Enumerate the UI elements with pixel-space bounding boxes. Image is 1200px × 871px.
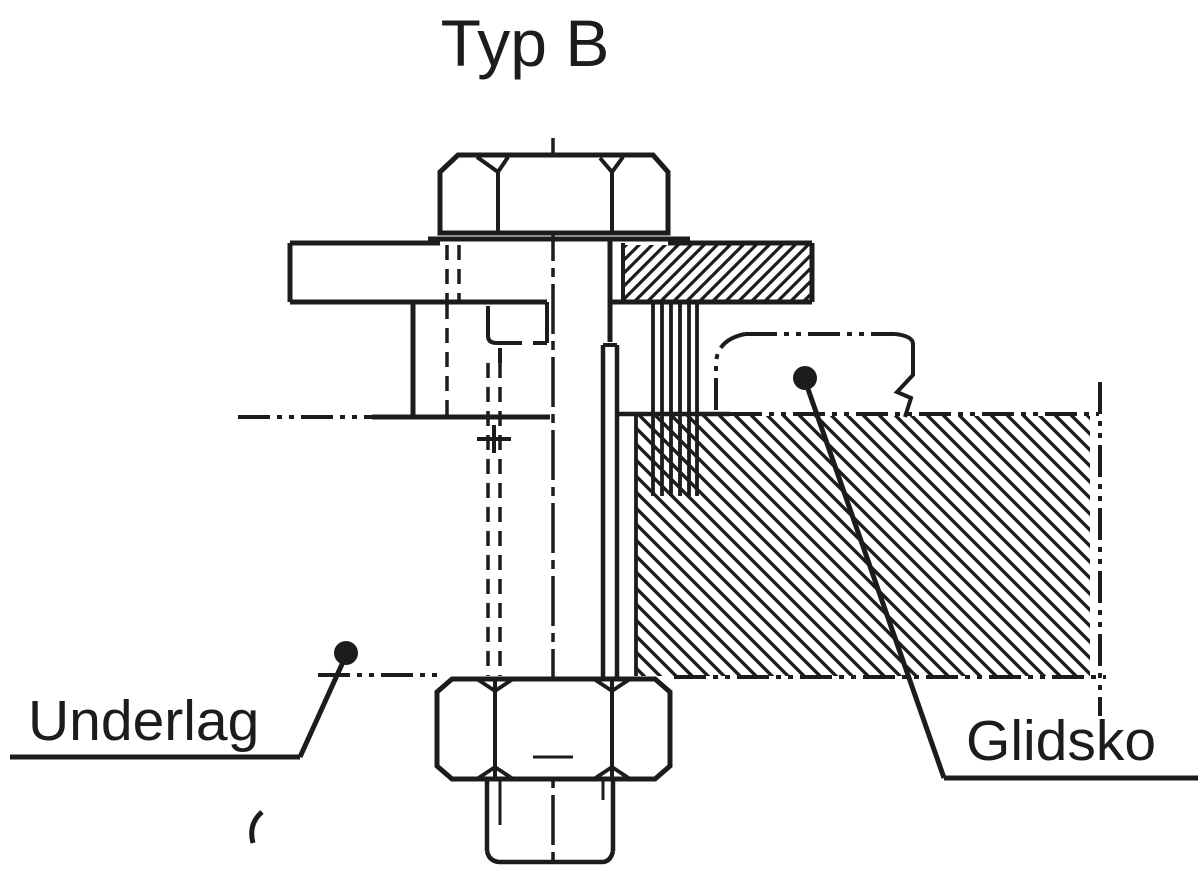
- bolt-shank: [486, 240, 620, 678]
- glidsko-left-arc: [714, 332, 746, 410]
- glidsko-callout: Glidsko: [793, 366, 1198, 781]
- drawing-title: Typ B: [441, 6, 610, 80]
- underlag-leader: [297, 660, 346, 759]
- underlag-callout: Underlag: [10, 641, 358, 760]
- nut-chamfer-v-bottom: [592, 764, 632, 781]
- head-chamfer-v: [475, 155, 510, 175]
- glidsko-label: Glidsko: [966, 709, 1156, 773]
- nut-chamfer-v-top: [592, 677, 632, 694]
- glidsko-phantom-outline: [714, 332, 915, 418]
- glidsko-right-notch: [893, 332, 915, 418]
- thread-stub: [484, 779, 616, 865]
- nut-chamfer-v-bottom: [475, 764, 515, 781]
- glidsko-dot: [793, 366, 817, 390]
- nut-outline: [434, 676, 673, 782]
- glidsko-leader: [805, 388, 947, 779]
- head-chamfer-v: [598, 155, 625, 176]
- nut-chamfer-v-top: [475, 677, 515, 694]
- hex-bolt-head: [437, 152, 671, 236]
- hex-nut: [434, 676, 673, 782]
- thread-bottom: [484, 850, 616, 865]
- underlag-label: Underlag: [28, 689, 259, 753]
- head-outline: [437, 152, 671, 236]
- support-block: [238, 302, 550, 453]
- underlag-dot: [334, 641, 358, 665]
- plate-hatch-fill: [625, 245, 810, 300]
- sleeve-section-lines: [651, 302, 699, 496]
- stray-pen-mark: [249, 810, 264, 844]
- clamp-plate: [287, 240, 815, 305]
- counterbore-step: [486, 302, 549, 345]
